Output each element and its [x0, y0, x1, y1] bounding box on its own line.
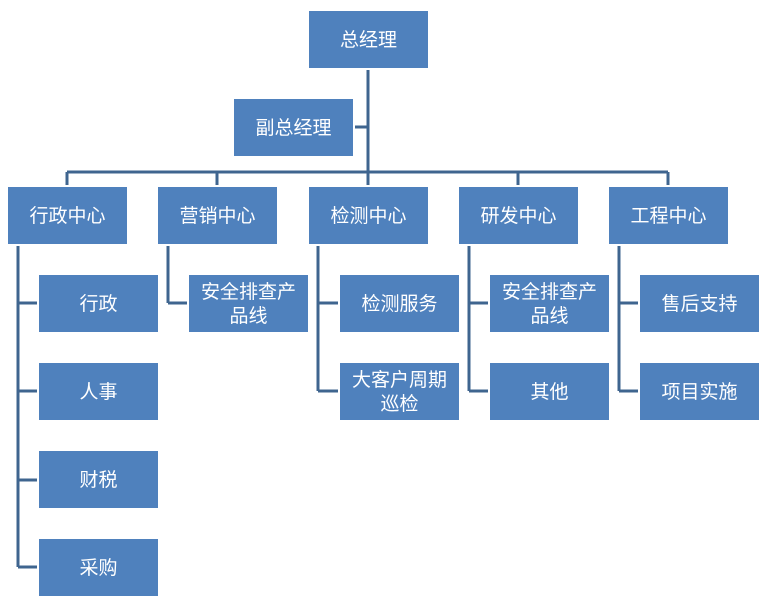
- node-child-label: 行政: [79, 292, 118, 315]
- node-child: 行政: [37, 273, 160, 334]
- node-root: 总经理: [307, 9, 430, 70]
- node-center-marketing: 营销中心: [156, 185, 279, 246]
- node-child: 采购: [37, 537, 160, 598]
- node-child-label: 检测服务: [361, 292, 438, 315]
- node-center-label: 工程中心: [630, 204, 707, 227]
- node-child-label: 采购: [79, 556, 118, 579]
- node-center-rnd: 研发中心: [457, 185, 580, 246]
- node-center-label: 研发中心: [480, 204, 557, 227]
- node-child-label: 安全排查产品线: [501, 280, 597, 327]
- node-center-label: 行政中心: [29, 204, 106, 227]
- node-child-label: 安全排查产品线: [200, 280, 296, 327]
- node-child-label: 大客户周期巡检: [351, 368, 447, 415]
- node-deputy-label: 副总经理: [255, 116, 332, 139]
- node-center-engineering: 工程中心: [607, 185, 730, 246]
- node-child: 售后支持: [638, 273, 761, 334]
- node-child: 财税: [37, 449, 160, 510]
- node-child: 检测服务: [338, 273, 461, 334]
- node-child: 人事: [37, 361, 160, 422]
- node-child: 安全排查产品线: [488, 273, 611, 334]
- node-child: 安全排查产品线: [187, 273, 310, 334]
- node-child-label: 售后支持: [661, 292, 738, 315]
- node-child-label: 财税: [79, 468, 118, 491]
- node-center-testing: 检测中心: [307, 185, 430, 246]
- node-deputy: 副总经理: [232, 97, 355, 158]
- node-center-label: 检测中心: [330, 204, 407, 227]
- node-child: 项目实施: [638, 361, 761, 422]
- node-child-label: 其他: [530, 380, 569, 403]
- node-child-label: 人事: [79, 380, 118, 403]
- node-child: 其他: [488, 361, 611, 422]
- node-root-label: 总经理: [339, 28, 397, 51]
- node-center-label: 营销中心: [179, 204, 256, 227]
- node-center-admin: 行政中心: [6, 185, 129, 246]
- node-child: 大客户周期巡检: [338, 361, 461, 422]
- node-child-label: 项目实施: [661, 380, 738, 403]
